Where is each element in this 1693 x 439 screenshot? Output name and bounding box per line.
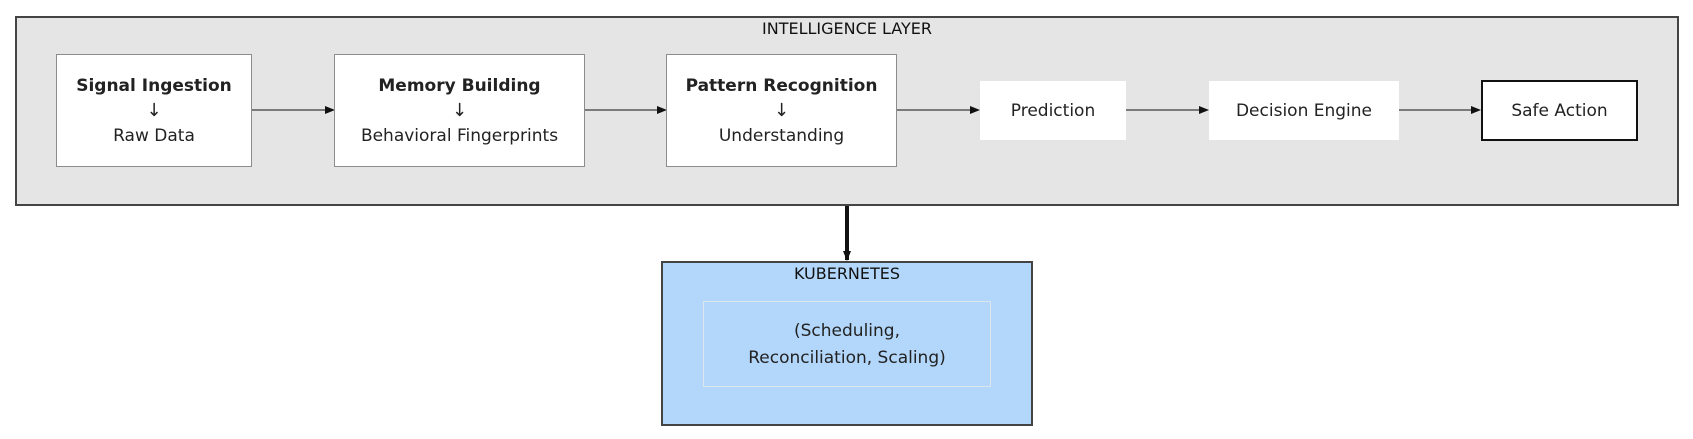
node-safe-action-label: Safe Action <box>1511 100 1608 121</box>
down-arrow-icon: ↓ <box>773 99 790 121</box>
kubernetes-inner-box <box>703 301 991 387</box>
kubernetes-line-2: Reconciliation, Scaling) <box>748 348 946 368</box>
intelligence-layer-title: INTELLIGENCE LAYER <box>762 19 932 38</box>
node-signal-ingestion-subtitle: Raw Data <box>113 125 195 146</box>
node-decision-engine-label: Decision Engine <box>1235 100 1373 121</box>
node-pattern-recognition-subtitle: Understanding <box>718 125 845 146</box>
node-pattern-recognition-title: Pattern Recognition <box>685 75 878 96</box>
node-prediction-label: Prediction <box>1010 100 1096 121</box>
down-arrow-icon: ↓ <box>146 99 162 121</box>
node-signal-ingestion: Signal Ingestion ↓ Raw Data <box>56 54 252 167</box>
node-safe-action: Safe Action <box>1481 80 1638 141</box>
kubernetes-line-1: (Scheduling, <box>794 321 900 341</box>
node-decision-engine: Decision Engine <box>1209 81 1399 140</box>
kubernetes-description: (Scheduling, Reconciliation, Scaling) <box>703 318 991 372</box>
kubernetes-title: KUBERNETES <box>793 264 901 283</box>
down-arrow-icon: ↓ <box>451 99 468 121</box>
node-signal-ingestion-title: Signal Ingestion <box>76 75 232 96</box>
node-memory-building-title: Memory Building <box>378 75 541 96</box>
node-memory-building: Memory Building ↓ Behavioral Fingerprint… <box>334 54 585 167</box>
node-prediction: Prediction <box>980 81 1126 140</box>
node-memory-building-subtitle: Behavioral Fingerprints <box>360 125 559 146</box>
node-pattern-recognition: Pattern Recognition ↓ Understanding <box>666 54 897 167</box>
